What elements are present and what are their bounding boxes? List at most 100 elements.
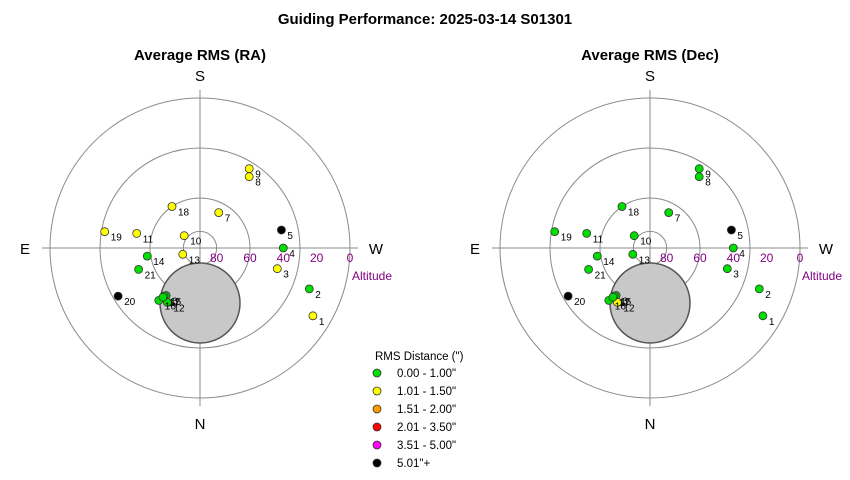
data-point-1: [758, 311, 768, 321]
data-point-label-3: 3: [733, 270, 739, 281]
direction-west: W: [369, 241, 384, 258]
data-point-label-17: 17: [619, 298, 631, 309]
data-point-3: [272, 264, 282, 274]
data-point-label-16: 16: [615, 301, 627, 312]
data-point-4: [278, 243, 288, 253]
legend-label-4: 2.01 - 3.50": [397, 422, 456, 434]
data-point-14: [142, 251, 152, 261]
data-point-14: [592, 251, 602, 261]
data-point-label-13: 13: [639, 255, 651, 266]
data-point-label-15: 15: [170, 297, 182, 308]
data-point-5: [727, 225, 736, 235]
data-point-label-10: 10: [190, 237, 202, 248]
data-point-label-19: 19: [561, 233, 573, 244]
data-point-label-6: 6: [172, 297, 178, 308]
data-point-10: [179, 231, 189, 241]
data-point-label-11: 11: [593, 234, 604, 245]
plot-title: Average RMS (RA): [134, 47, 266, 64]
data-point-19: [100, 227, 110, 237]
data-point-label-11: 11: [143, 234, 154, 245]
data-point-8: [244, 172, 254, 182]
altitude-tick-label: 60: [693, 251, 707, 265]
altitude-tick-label: 80: [660, 251, 674, 265]
data-point-18: [167, 202, 177, 211]
data-point-label-20: 20: [124, 297, 136, 308]
data-point-label-21: 21: [145, 270, 157, 281]
data-point-13: [178, 249, 188, 259]
data-point-label-8: 8: [705, 178, 711, 189]
altitude-tick-label: 0: [797, 251, 804, 265]
legend-marker-2: [372, 386, 382, 396]
data-point-label-7: 7: [675, 214, 681, 225]
direction-south: S: [195, 68, 205, 85]
data-point-label-21: 21: [595, 270, 607, 281]
altitude-tick-label: 20: [310, 251, 324, 265]
data-point-label-5: 5: [287, 231, 293, 242]
data-point-label-7: 7: [225, 214, 231, 225]
data-point-label-3: 3: [283, 270, 289, 281]
data-point-label-14: 14: [153, 257, 165, 268]
data-point-label-14: 14: [603, 257, 615, 268]
data-point-5: [276, 225, 286, 235]
direction-north: N: [645, 416, 656, 433]
altitude-tick-label: 60: [243, 251, 257, 265]
legend-label-6: 5.01"+: [397, 458, 430, 470]
data-point-label-2: 2: [315, 290, 321, 301]
data-point-11: [582, 228, 592, 238]
data-point-13: [628, 249, 638, 259]
legend-label-3: 1.51 - 2.00": [397, 404, 456, 416]
data-point-label-10: 10: [640, 237, 652, 248]
data-point-label-12: 12: [623, 303, 635, 314]
direction-north: N: [195, 416, 206, 433]
data-point-label-4: 4: [739, 249, 745, 260]
data-point-7: [214, 208, 224, 218]
data-point-label-18: 18: [628, 208, 640, 219]
data-point-label-19: 19: [111, 233, 123, 244]
plot-title: Average RMS (Dec): [581, 47, 719, 64]
data-point-label-12: 12: [173, 303, 185, 314]
altitude-tick-label: 0: [347, 251, 354, 265]
data-point-1: [308, 311, 318, 321]
data-point-20: [113, 291, 123, 301]
data-point-label-13: 13: [189, 255, 201, 266]
data-point-10: [629, 231, 639, 241]
data-point-17: [608, 292, 618, 302]
data-point-4: [728, 243, 738, 253]
direction-east: E: [470, 241, 480, 258]
data-point-2: [754, 284, 764, 294]
data-point-label-15: 15: [620, 297, 632, 308]
data-point-label-16: 16: [165, 301, 177, 312]
legend: RMS Distance (") 0.00 - 1.00" 1.01 - 1.50"…: [372, 351, 464, 470]
data-point-17: [158, 292, 168, 302]
legend-marker-3: [372, 404, 382, 414]
data-point-21: [134, 264, 144, 274]
data-point-18: [617, 202, 627, 211]
data-point-9: [244, 164, 254, 174]
data-point-7: [664, 208, 674, 218]
altitude-axis-label: Altitude: [352, 269, 392, 283]
altitude-axis-label: Altitude: [802, 269, 842, 283]
data-point-8: [694, 172, 704, 182]
data-point-label-6: 6: [622, 297, 628, 308]
data-point-19: [550, 227, 560, 237]
data-point-21: [584, 264, 593, 274]
legend-marker-5: [372, 440, 382, 450]
data-point-9: [694, 164, 704, 174]
altitude-tick-label: 40: [277, 251, 291, 265]
figure-title: Guiding Performance: 2025-03-14 S01301: [278, 11, 572, 28]
data-point-label-8: 8: [255, 178, 261, 189]
data-point-label-20: 20: [574, 297, 586, 308]
legend-title: RMS Distance ("): [375, 351, 464, 363]
direction-south: S: [645, 68, 655, 85]
altitude-tick-label: 80: [210, 251, 224, 265]
legend-label-2: 1.01 - 1.50": [397, 386, 456, 398]
altitude-tick-label: 40: [727, 251, 741, 265]
legend-label-1: 0.00 - 1.00": [397, 368, 456, 380]
legend-label-5: 3.51 - 5.00": [397, 440, 456, 452]
direction-east: E: [20, 241, 30, 258]
data-point-20: [563, 291, 573, 301]
direction-west: W: [819, 241, 834, 258]
